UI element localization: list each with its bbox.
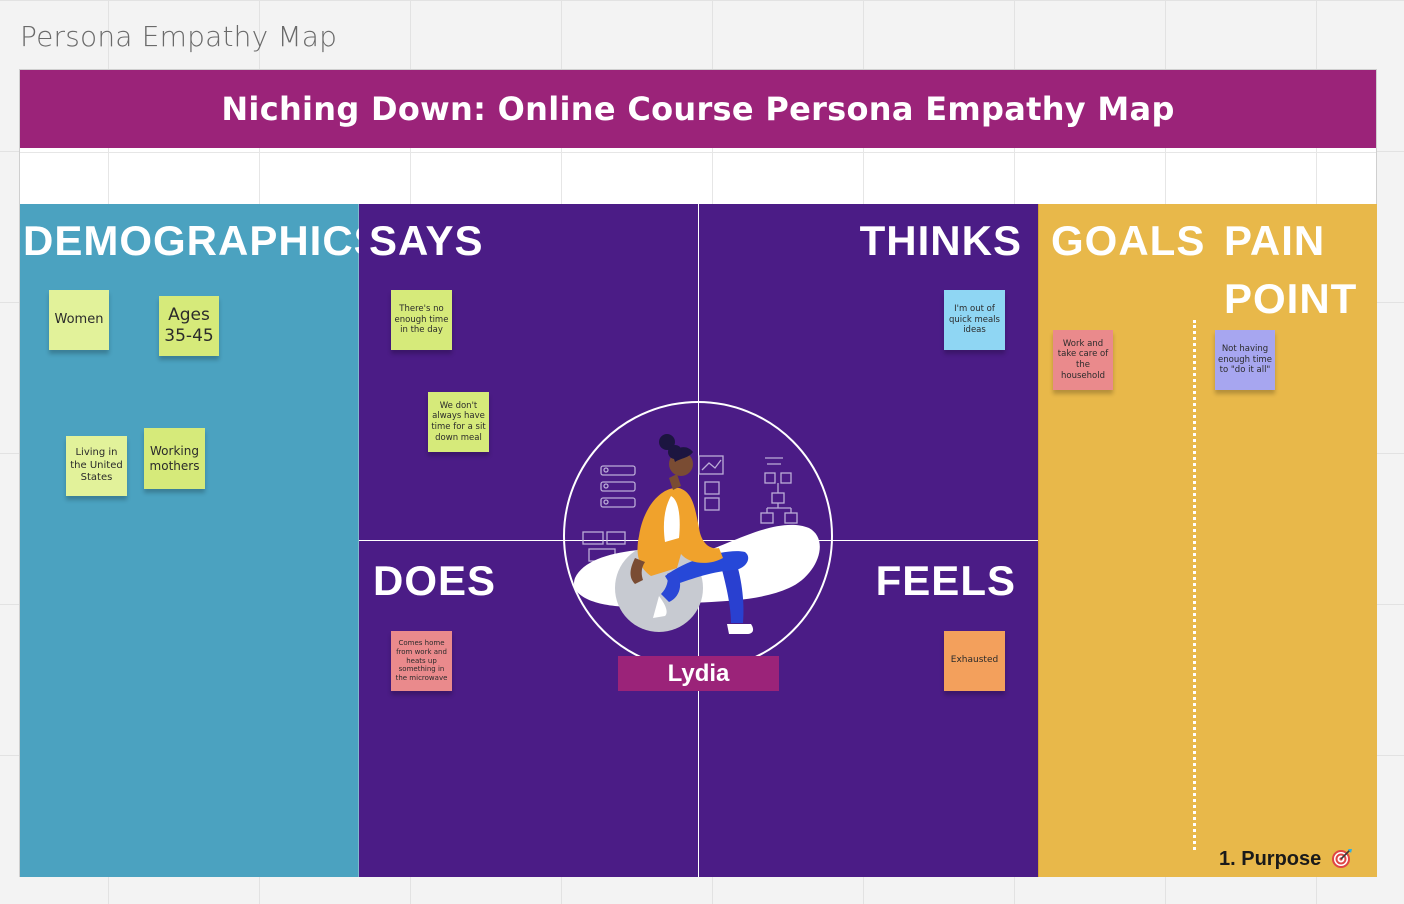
says-heading: SAYS — [369, 217, 484, 264]
purpose-label: 1. Purpose — [1219, 847, 1353, 871]
banner-title: Niching Down: Online Course Persona Empa… — [221, 90, 1175, 128]
frame-title[interactable]: Persona Empathy Map — [20, 20, 338, 53]
sticky-note-does-1[interactable]: Comes home from work and heats up someth… — [391, 631, 452, 691]
sticky-note-location[interactable]: Living in the United States — [66, 436, 127, 496]
sticky-note-goal-1[interactable]: Work and take care of the household — [1053, 330, 1113, 390]
sticky-note-says-2[interactable]: We don't always have time for a sit down… — [428, 392, 489, 452]
empathy-map-board: Niching Down: Online Course Persona Empa… — [19, 69, 1377, 877]
sticky-note-women[interactable]: Women — [49, 290, 109, 350]
goals-heading: GOALS — [1051, 217, 1206, 264]
does-heading: DOES — [373, 557, 497, 604]
target-icon — [1331, 849, 1352, 868]
goals-pain-divider — [1193, 320, 1196, 850]
pain-heading: PAIN — [1224, 217, 1326, 264]
sticky-note-feels-1[interactable]: Exhausted — [944, 631, 1005, 691]
sticky-note-ages[interactable]: Ages 35-45 — [159, 296, 219, 356]
feels-heading: FEELS — [875, 557, 1016, 604]
sticky-note-thinks-1[interactable]: I'm out of quick meals ideas — [944, 290, 1005, 350]
banner: Niching Down: Online Course Persona Empa… — [20, 70, 1376, 148]
persona-illustration — [574, 434, 820, 634]
purpose-text: 1. Purpose — [1219, 848, 1322, 870]
center-quadrants: SAYS THINKS DOES FEELS There's no enough… — [359, 204, 1038, 877]
sticky-note-says-1[interactable]: There's no enough time in the day — [391, 290, 452, 350]
sticky-note-pain-1[interactable]: Not having enough time to "do it all" — [1215, 330, 1275, 390]
goals-pain-section: GOALS PAIN POINT Work and take care of t… — [1038, 204, 1377, 877]
thinks-heading: THINKS — [859, 217, 1022, 264]
demographics-heading: DEMOGRAPHICS — [23, 217, 383, 264]
demographics-section: DEMOGRAPHICS Women Ages 35-45 Living in … — [20, 204, 382, 877]
sticky-note-working-mothers[interactable]: Working mothers — [144, 428, 205, 489]
point-heading: POINT — [1224, 275, 1358, 322]
persona-name-label: Lydia — [618, 656, 779, 691]
